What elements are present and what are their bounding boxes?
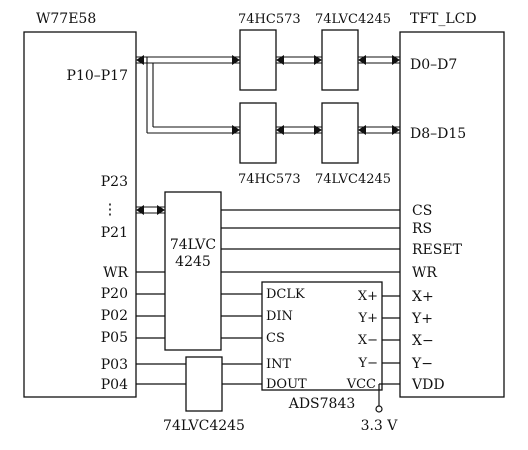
ads-pin-dclk: DCLK bbox=[266, 287, 305, 302]
ads-pin-int: INT bbox=[266, 357, 292, 372]
buffer-top-label: 74LVC4245 bbox=[315, 12, 391, 27]
w77e58-title: W77E58 bbox=[36, 11, 96, 27]
bus-arrowheads bbox=[136, 55, 400, 215]
lcd-pin-reset: RESET bbox=[412, 242, 463, 258]
buffer-bottom-block bbox=[321, 102, 359, 164]
mid-buffer-block bbox=[164, 191, 222, 351]
mcu-pin-p10-p17: P10–P17 bbox=[67, 68, 128, 84]
ads-pin-yp: Y+ bbox=[358, 311, 378, 326]
ads-pin-ym: Y− bbox=[358, 356, 378, 371]
buffer-top-block bbox=[321, 29, 359, 91]
control-wires bbox=[136, 209, 400, 385]
ads7843-block bbox=[261, 281, 383, 391]
mcu-pin-p21: P21 bbox=[101, 225, 128, 241]
lcd-pin-cs: CS bbox=[412, 203, 432, 219]
latch-bottom-block bbox=[239, 102, 277, 164]
mcu-pin-wr: WR bbox=[103, 265, 128, 281]
mid-buffer-label-line2: 4245 bbox=[175, 254, 211, 270]
latch-top-label: 74HC573 bbox=[238, 12, 301, 27]
lcd-pin-wr: WR bbox=[412, 265, 437, 281]
lcd-pin-xp: X+ bbox=[412, 289, 434, 305]
mcu-pin-p05: P05 bbox=[101, 330, 128, 346]
lcd-pin-ym: Y− bbox=[411, 356, 433, 372]
mid-buffer-label-line1: 74LVC bbox=[170, 237, 216, 253]
supply-terminal bbox=[375, 405, 383, 413]
lcd-pin-yp: Y+ bbox=[411, 311, 433, 327]
supply-voltage-label: 3.3 V bbox=[361, 418, 399, 434]
mcu-pin-p20: P20 bbox=[101, 286, 128, 302]
lcd-pin-rs: RS bbox=[412, 221, 432, 237]
touch-wires bbox=[375, 295, 400, 413]
ads-pin-dout: DOUT bbox=[266, 377, 307, 392]
mcu-pin-p04: P04 bbox=[101, 377, 128, 393]
tft-lcd-block bbox=[399, 31, 505, 398]
small-buffer-label: 74LVC4245 bbox=[163, 418, 245, 434]
lcd-pin-vdd: VDD bbox=[411, 377, 445, 393]
mcu-pin-p03: P03 bbox=[101, 357, 128, 373]
tft-lcd-title: TFT_LCD bbox=[410, 11, 477, 27]
lcd-pin-d8-d15: D8–D15 bbox=[410, 126, 466, 142]
ads-pin-cs: CS bbox=[266, 331, 285, 346]
ads-pin-xm: X− bbox=[358, 333, 378, 348]
latch-bottom-label: 74HC573 bbox=[238, 172, 301, 187]
ads-pin-din: DIN bbox=[266, 309, 293, 324]
mcu-pin-ellipsis: ⋮ bbox=[103, 200, 118, 218]
lcd-pin-d0-d7: D0–D7 bbox=[410, 57, 457, 73]
w77e58-block bbox=[23, 31, 137, 398]
mcu-pin-p02: P02 bbox=[101, 308, 128, 324]
ads-pin-vcc: VCC bbox=[346, 377, 376, 392]
latch-top-block bbox=[239, 29, 277, 91]
lcd-pin-xm: X− bbox=[412, 333, 434, 349]
ads-pin-xp: X+ bbox=[358, 289, 378, 304]
ads7843-label: ADS7843 bbox=[288, 396, 356, 412]
mcu-pin-p23: P23 bbox=[101, 174, 128, 190]
buffer-bottom-label: 74LVC4245 bbox=[315, 172, 391, 187]
small-buffer-block bbox=[185, 356, 223, 412]
